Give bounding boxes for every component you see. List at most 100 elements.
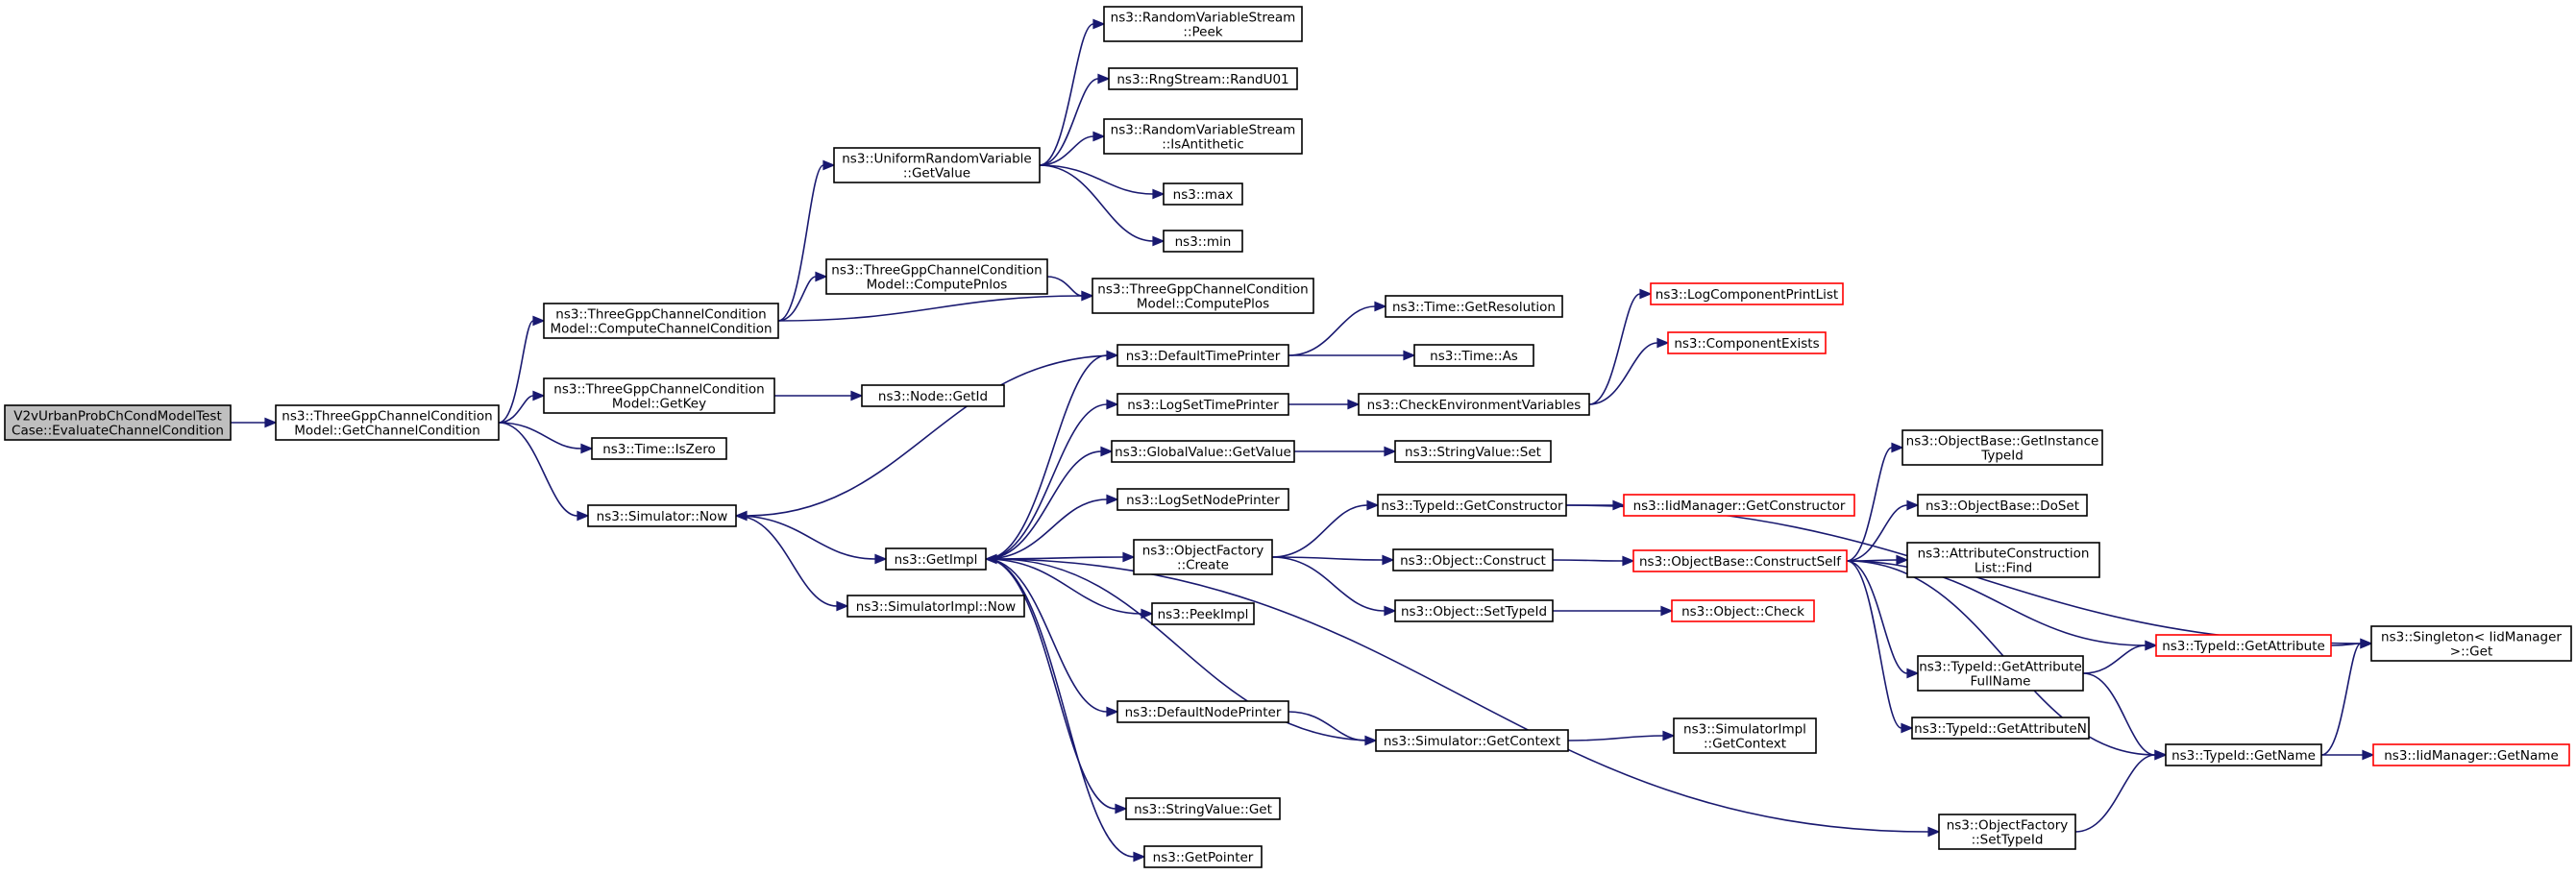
node-label: ns3::StringValue::Set [1405,445,1541,460]
node-label: List::Find [1975,561,2032,576]
node-box [1938,814,2076,850]
node-box [846,595,1025,618]
edge-arrowhead [1660,605,1674,617]
node-objbase_constructself[interactable]: ns3::ObjectBase::ConstructSelf [1632,549,1848,572]
edge-arrowhead [1382,554,1395,566]
node-logcompprintlist[interactable]: ns3::LogComponentPrintList [1650,282,1844,305]
edge-arrowhead [1081,290,1094,302]
node-sim_getcontext[interactable]: ns3::Simulator::GetContext [1375,729,1569,752]
node-typeid_getattribute[interactable]: ns3::TypeId::GetAttribute [2155,634,2332,657]
node-defaultnodeprinter[interactable]: ns3::DefaultNodePrinter [1116,700,1289,723]
node-simimpl_now[interactable]: ns3::SimulatorImpl::Now [846,595,1025,618]
node-typeid_getname[interactable]: ns3::TypeId::GetName [2165,743,2322,766]
node-label: ns3::Time::As [1430,349,1518,364]
edge-getimpl-to-peekimpl [985,558,1154,620]
node-label: ns3::CheckEnvironmentVariables [1367,398,1582,413]
edge-line [1588,293,1641,405]
node-label: ns3::ComponentExists [1674,336,1819,352]
node-typeid_getconstructor[interactable]: ns3::TypeId::GetConstructor [1377,494,1567,517]
edge-defaulttimeprinter-to-time_as [1288,350,1416,361]
edge-line [985,558,1142,615]
edge-uniform_getvalue-to-rng_randu01 [1039,73,1111,166]
node-uniform_getvalue[interactable]: ns3::UniformRandomVariable::GetValue [833,147,1041,183]
node-node_getid[interactable]: ns3::Node::GetId [861,384,1005,407]
edge-line [1846,560,1902,729]
node-getpointer[interactable]: ns3::GetPointer [1143,845,1263,868]
node-rvs_peek[interactable]: ns3::RandomVariableStream::Peek [1103,6,1303,42]
node-computepnlos[interactable]: ns3::ThreeGppChannelConditionModel::Comp… [825,258,1048,295]
edge-arrowhead [1384,605,1397,617]
node-objectfactory_settypeid[interactable]: ns3::ObjectFactory::SetTypeId [1938,814,2076,850]
node-root[interactable]: V2vUrbanProbChCondModelTestCase::Evaluat… [4,404,232,441]
node-min[interactable]: ns3::min [1163,230,1243,253]
node-iidmgr_getname[interactable]: ns3::IidManager::GetName [2372,743,2570,766]
node-typeid_getattrn[interactable]: ns3::TypeId::GetAttributeN [1911,717,2090,740]
edge-arrowhead [2145,640,2158,651]
node-sim_now[interactable]: ns3::Simulator::Now [587,504,737,527]
node-box [861,384,1005,407]
node-box [1650,282,1844,305]
node-label: ns3::StringValue::Get [1134,802,1272,817]
node-label: V2vUrbanProbChCondModelTest [13,409,222,425]
node-time_getresolution[interactable]: ns3::Time::GetResolution [1385,295,1563,318]
node-object_construct[interactable]: ns3::Object::Construct [1392,548,1554,571]
edge-objbase_constructself-to-objbase_doset [1846,499,1920,562]
node-objbase_doset[interactable]: ns3::ObjectBase::DoSet [1917,494,2088,517]
node-rvs_isantithetic[interactable]: ns3::RandomVariableStream::IsAntithetic [1103,118,1303,155]
node-stringvalue_get[interactable]: ns3::StringValue::Get [1125,797,1281,820]
node-label: ns3::TypeId::GetAttribute [1919,660,2082,675]
node-max[interactable]: ns3::max [1163,182,1243,206]
node-label: ns3::max [1173,187,1234,203]
edge-line [985,498,1108,560]
edge-line [498,422,578,517]
edge-objectfactory_create-to-object_settypeid [1271,556,1397,617]
node-box [1103,118,1303,155]
node-simimpl_getcontext[interactable]: ns3::SimulatorImpl::GetContext [1673,717,1817,754]
node-computechannelcond[interactable]: ns3::ThreeGppChannelConditionModel::Comp… [543,303,779,339]
node-object_check[interactable]: ns3::Object::Check [1671,599,1815,622]
node-box [587,504,737,527]
node-logsetnodeprinter[interactable]: ns3::LogSetNodePrinter [1116,488,1289,511]
node-object_settypeid[interactable]: ns3::Object::SetTypeId [1394,599,1554,622]
node-label: ns3::TypeId::GetName [2171,748,2316,764]
node-peekimpl[interactable]: ns3::PeekImpl [1151,602,1255,625]
edge-checkenvvars-to-compexists [1588,337,1670,405]
node-getchannelcond[interactable]: ns3::ThreeGppChannelConditionModel::GetC… [275,404,500,441]
node-box [1103,6,1303,42]
edge-arrowhead [1152,188,1165,200]
edge-arrowhead [1384,446,1397,457]
node-compexists[interactable]: ns3::ComponentExists [1667,331,1827,354]
node-label: ns3::RngStream::RandU01 [1116,72,1288,87]
edge-line [1271,504,1368,558]
edge-getimpl-to-defaulttimeprinter [985,350,1119,560]
node-checkenvvars[interactable]: ns3::CheckEnvironmentVariables [1358,393,1590,416]
node-rng_randu01[interactable]: ns3::RngStream::RandU01 [1108,67,1298,90]
node-globalvalue_getvalue[interactable]: ns3::GlobalValue::GetValue [1111,440,1295,463]
edge-arrowhead [1092,18,1106,30]
node-getkey[interactable]: ns3::ThreeGppChannelConditionModel::GetK… [543,377,775,414]
edge-getimpl-to-logsettimeprinter [985,399,1119,560]
node-label: ::Peek [1183,25,1222,40]
edge-arrowhead [1662,730,1676,741]
node-label: ns3::Simulator::Now [597,509,728,524]
edge-arrowhead [2360,638,2373,649]
node-computeplos[interactable]: ns3::ThreeGppChannelConditionModel::Comp… [1092,278,1314,314]
node-time_as[interactable]: ns3::Time::As [1413,344,1534,367]
node-defaulttimeprinter[interactable]: ns3::DefaultTimePrinter [1116,344,1289,367]
node-singleton_get[interactable]: ns3::Singleton< IidManager >::Get [2370,625,2572,662]
node-objectfactory_create[interactable]: ns3::ObjectFactory::Create [1133,539,1273,575]
edge-arrowhead [836,600,849,612]
edge-line [498,320,534,424]
node-logsettimeprinter[interactable]: ns3::LogSetTimePrinter [1116,393,1289,416]
node-box [1116,488,1289,511]
node-time_iszero[interactable]: ns3::Time::IsZero [591,437,727,460]
node-getimpl[interactable]: ns3::GetImpl [885,547,987,571]
node-box [2370,625,2572,662]
node-label: ns3::Time::IsZero [602,442,716,457]
node-label: ns3::min [1175,234,1232,250]
node-stringvalue_set[interactable]: ns3::StringValue::Set [1394,440,1552,463]
node-iidmgr_getconstructor[interactable]: ns3::IidManager::GetConstructor [1623,494,1855,517]
